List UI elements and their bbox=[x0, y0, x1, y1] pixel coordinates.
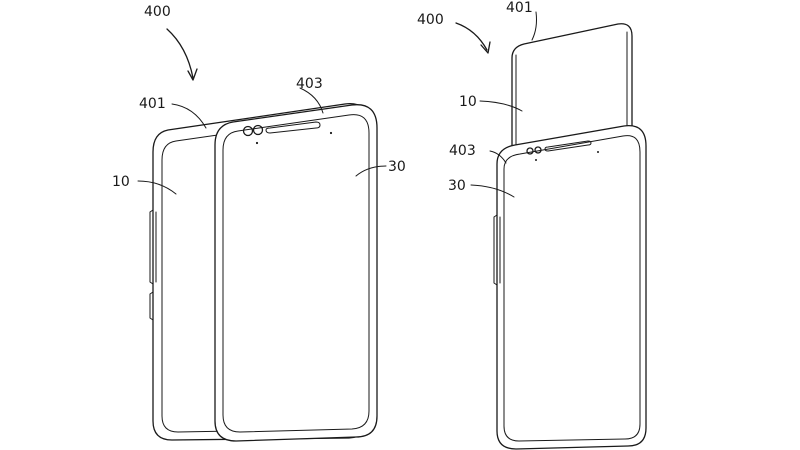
right-label-403: 403 bbox=[449, 143, 476, 159]
left-label-401: 401 bbox=[139, 96, 166, 112]
left-speaker-slot bbox=[265, 121, 321, 134]
right-speaker-slot bbox=[544, 140, 592, 152]
right-label-10: 10 bbox=[459, 94, 477, 110]
left-label-30: 30 bbox=[388, 159, 406, 175]
left-figure: 400 401 403 10 30 bbox=[112, 4, 406, 442]
right-arrow-400 bbox=[455, 22, 488, 51]
left-arrow-400 bbox=[166, 28, 194, 79]
right-label-400: 400 bbox=[417, 12, 444, 28]
right-label-30: 30 bbox=[448, 178, 466, 194]
left-front-camera-2-icon bbox=[252, 124, 264, 136]
left-label-10: 10 bbox=[112, 174, 130, 190]
left-label-403: 403 bbox=[296, 76, 323, 92]
left-front-camera-icon bbox=[242, 125, 254, 137]
right-phone bbox=[493, 125, 647, 450]
left-label-400: 400 bbox=[144, 4, 171, 20]
left-front-phone bbox=[214, 104, 378, 442]
right-camera-icon bbox=[526, 147, 534, 155]
left-arrowhead-icon bbox=[187, 68, 198, 81]
right-arrowhead-icon bbox=[480, 41, 491, 54]
right-figure: 400 401 10 403 30 bbox=[417, 0, 647, 450]
right-label-401: 401 bbox=[506, 0, 533, 16]
right-camera-2-icon bbox=[534, 146, 542, 154]
